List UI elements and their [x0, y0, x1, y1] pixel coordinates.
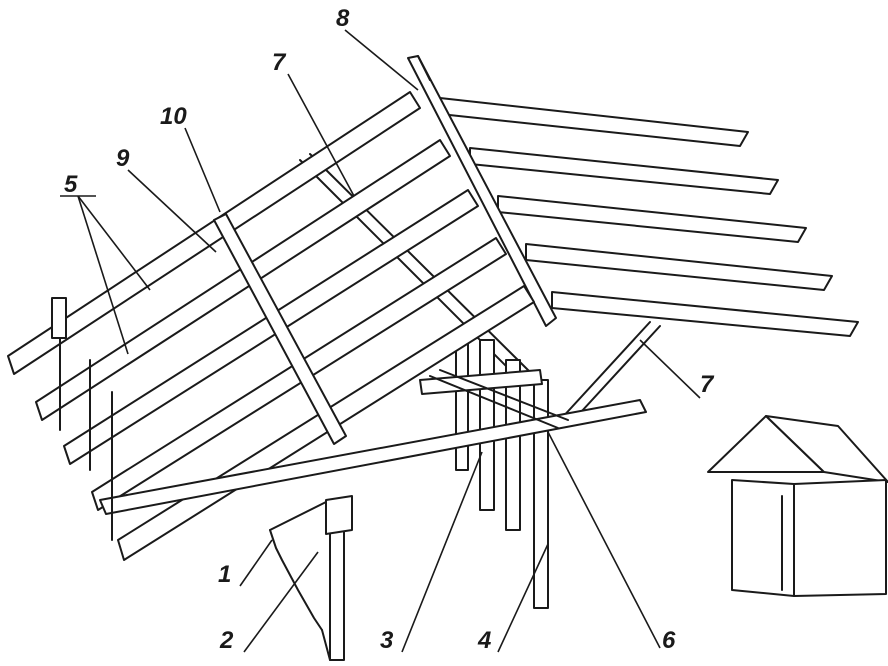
- callouts: 8 7 10 9 5 7 1 2 3 4 6: [64, 5, 715, 654]
- side-wall: [269, 499, 331, 661]
- callout-3: 3: [380, 627, 394, 654]
- back-rafters: [439, 97, 859, 337]
- callout-5: 5: [64, 171, 78, 198]
- callout-9: 9: [116, 145, 130, 172]
- callout-8: 8: [336, 5, 350, 32]
- leader-lines: [60, 29, 701, 653]
- callout-1: 1: [218, 561, 231, 588]
- callout-7-top: 7: [272, 49, 287, 76]
- callout-2: 2: [219, 627, 234, 654]
- ridge-board: [407, 55, 557, 327]
- callout-10: 10: [160, 103, 187, 130]
- callout-4: 4: [477, 627, 491, 654]
- gable-uprights: [51, 297, 113, 541]
- beams: [99, 213, 647, 535]
- callout-7-right: 7: [700, 371, 715, 398]
- house-icon: [707, 415, 888, 597]
- callout-6: 6: [662, 627, 676, 654]
